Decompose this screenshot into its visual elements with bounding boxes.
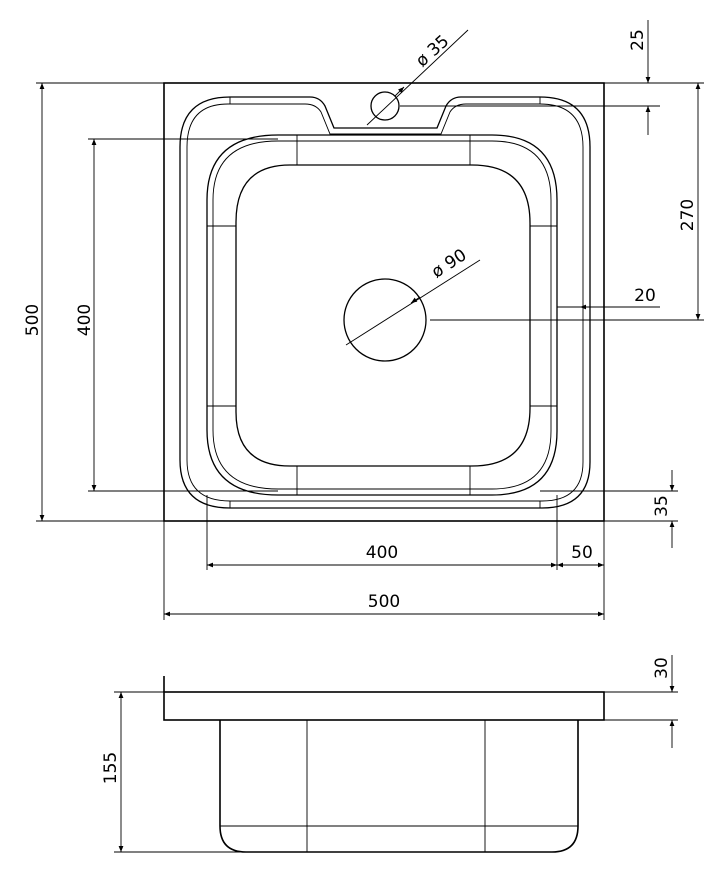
bowl-inner [235, 164, 531, 467]
bowl-outer [206, 134, 558, 496]
sink-outline [163, 82, 605, 522]
deck-contour [179, 96, 591, 509]
drain-offset-label: 270 [678, 199, 698, 231]
bowl-depth-label: 155 [101, 752, 121, 784]
overall-height-label: 500 [23, 304, 43, 336]
rim-profile [163, 691, 605, 721]
tap-hole-diameter: ø 35 [412, 31, 453, 71]
top-view: ø 35 ø 90 500 400 25 270 20 [23, 20, 704, 620]
right-margin-label: 50 [571, 543, 593, 563]
bottom-margin-label: 35 [652, 495, 672, 517]
drain-diameter: ø 90 [428, 245, 470, 282]
bowl-outer-inner [212, 140, 552, 490]
drain-hole [343, 278, 427, 362]
bowl-profile [219, 720, 579, 853]
side-view: 155 30 [101, 655, 678, 853]
bowl-width-label: 400 [366, 543, 398, 563]
rim-thickness-label: 30 [652, 657, 672, 679]
tap-offset-label: 25 [628, 29, 648, 51]
bowl-height-label: 400 [75, 304, 95, 336]
deck-contour-inner [186, 103, 584, 502]
tap-hole [370, 91, 400, 121]
rim-width-label: 20 [634, 286, 656, 306]
overall-width-label: 500 [368, 592, 400, 612]
